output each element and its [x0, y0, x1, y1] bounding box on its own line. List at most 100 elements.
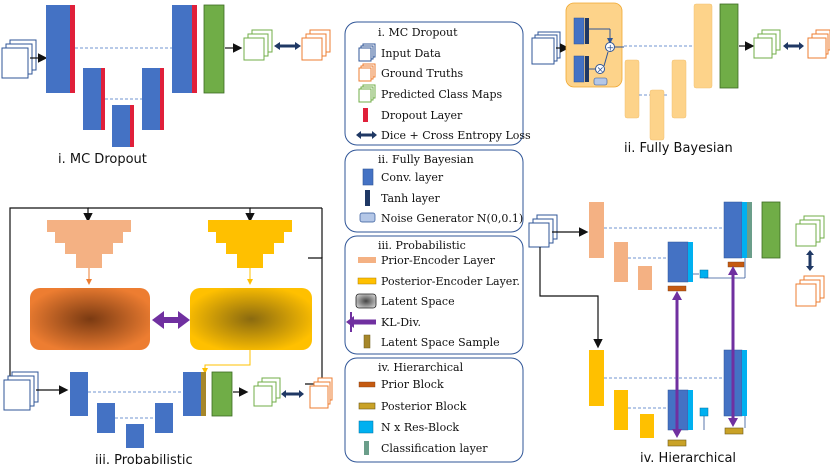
hier-prior-block-1	[667, 285, 687, 292]
legend-box-hier	[344, 357, 524, 463]
fb-decoder-2	[693, 3, 713, 89]
prior-encoder-pyramid	[47, 220, 131, 268]
legend-noise-generator: Noise Generator N(0,0.1)	[381, 212, 523, 225]
prior-block-icon	[358, 381, 376, 388]
latent-space-icon	[355, 293, 377, 309]
hier-loss-arrow-icon	[806, 250, 814, 271]
mc-bottleneck	[112, 105, 134, 147]
fb-loss-arrow-icon	[783, 42, 804, 50]
fb-tanh-2	[585, 56, 589, 82]
classification-layer-icon	[364, 441, 369, 455]
hier-prediction-stack-icon	[795, 215, 825, 247]
legend-latent-space: Latent Space	[381, 295, 455, 308]
fb-input-stack-icon	[531, 31, 561, 65]
loss-arrow-icon	[356, 131, 377, 139]
legend-conv-layer: Conv. layer	[381, 171, 444, 184]
ground-truth-icon	[358, 63, 376, 82]
legend-kl-div: KL-Div.	[381, 316, 421, 329]
legend-prior-block: Prior Block	[381, 378, 444, 391]
legend-predicted-maps: Predicted Class Maps	[381, 88, 503, 101]
mc-dropout-panel: i. MC Dropout	[1, 4, 331, 167]
posterior-encoder-icon	[357, 277, 377, 285]
hier-input-stack-icon	[528, 214, 558, 248]
legend-input-data: Input Data	[381, 47, 441, 60]
fb-bottleneck	[649, 89, 665, 141]
legend-res-block: N x Res-Block	[381, 421, 459, 434]
prob-input-stack-icon	[3, 371, 39, 411]
hier-posterior-block-2	[724, 427, 744, 435]
mc-input-stack-icon	[1, 39, 37, 79]
posterior-encoder-pyramid	[208, 220, 292, 268]
legend-dropout-layer: Dropout Layer	[381, 109, 463, 122]
hierarchical-panel: iv. Hierarchical	[528, 201, 825, 466]
legend-loss: Dice + Cross Entropy Loss	[381, 129, 531, 142]
prob-bottleneck	[126, 424, 144, 448]
legend-mc-title: i. MC Dropout	[378, 26, 458, 39]
mc-loss-arrow-icon	[274, 42, 301, 50]
prob-latent-sample	[201, 372, 206, 416]
hier-classification-layer	[761, 201, 781, 259]
fb-noise-generator	[593, 77, 608, 86]
fb-decoder-1	[671, 59, 687, 119]
legend-hier-title: iv. Hierarchical	[378, 361, 464, 374]
legend-fb-title: ii. Fully Bayesian	[378, 153, 474, 166]
legend: i. MC Dropout Input Data Ground Truths P…	[344, 21, 531, 463]
prob-decoder-1	[155, 403, 173, 433]
dropout-layer-icon	[363, 108, 368, 122]
fb-conv-2	[573, 55, 585, 83]
posterior-block-icon	[358, 402, 376, 410]
prob-caption: iii. Probabilistic	[95, 453, 193, 467]
prob-decoder-2	[183, 372, 201, 416]
prob-encoder-1	[70, 372, 88, 416]
fb-caption: ii. Fully Bayesian	[624, 141, 733, 156]
legend-ground-truths: Ground Truths	[381, 67, 464, 80]
hier-prior-res-stack	[667, 241, 689, 283]
prob-encoder-2	[97, 403, 115, 433]
legend-latent-sample: Latent Space Sample	[381, 336, 500, 349]
predicted-map-icon	[358, 84, 376, 103]
mc-ground-truth-stack-icon	[301, 29, 331, 61]
legend-box-mc	[344, 21, 524, 146]
svg-text:×: ×	[597, 66, 605, 76]
hier-caption: iv. Hierarchical	[640, 451, 736, 466]
prior-encoder-icon	[358, 257, 376, 263]
legend-box-fb	[344, 149, 524, 233]
fb-tanh-1	[585, 18, 589, 44]
fb-conv-1	[573, 17, 585, 45]
prob-ground-truth-stack-icon	[309, 377, 333, 409]
legend-classification-layer: Classification layer	[381, 442, 488, 455]
mc-encoder-2	[83, 68, 105, 130]
legend-box-prob	[344, 235, 524, 355]
mc-prediction-stack-icon	[243, 29, 273, 61]
prob-classification-layer	[211, 371, 233, 417]
conv-layer-icon	[362, 168, 374, 186]
legend-posterior-encoder: Posterior-Encoder Layer.	[381, 275, 520, 288]
posterior-latent-space	[190, 288, 312, 350]
input-data-icon	[358, 43, 376, 62]
legend-prior-encoder: Prior-Encoder Layer	[381, 254, 496, 267]
noise-generator-icon	[359, 212, 376, 223]
fb-ground-truth-stack-icon	[807, 29, 830, 59]
kl-divergence-arrow	[152, 311, 190, 329]
hier-kl-arrows	[672, 266, 738, 438]
fb-classification-layer	[719, 3, 739, 89]
fully-bayesian-panel: + × ii. Fully Bayesian	[531, 2, 830, 156]
tanh-layer-icon	[365, 190, 370, 206]
legend-posterior-block: Posterior Block	[381, 400, 467, 413]
hier-upper-net	[589, 201, 825, 307]
fb-multiply-node	[595, 64, 605, 74]
prob-prediction-stack-icon	[253, 377, 281, 407]
fb-prediction-stack-icon	[753, 29, 781, 59]
svg-text:+: +	[607, 44, 615, 54]
legend-prob-title: iii. Probabilistic	[378, 239, 466, 252]
mc-encoder-1	[46, 5, 75, 93]
kl-divergence-icon	[346, 312, 376, 332]
fb-encoder-2	[624, 59, 640, 119]
prior-latent-space	[30, 288, 150, 350]
mc-classification-layer	[203, 4, 225, 94]
hier-posterior-block-1	[667, 439, 687, 447]
mc-decoder-2	[172, 5, 197, 93]
hier-prior-block-2	[727, 261, 745, 268]
probabilistic-panel: iii. Probabilistic	[3, 207, 333, 467]
